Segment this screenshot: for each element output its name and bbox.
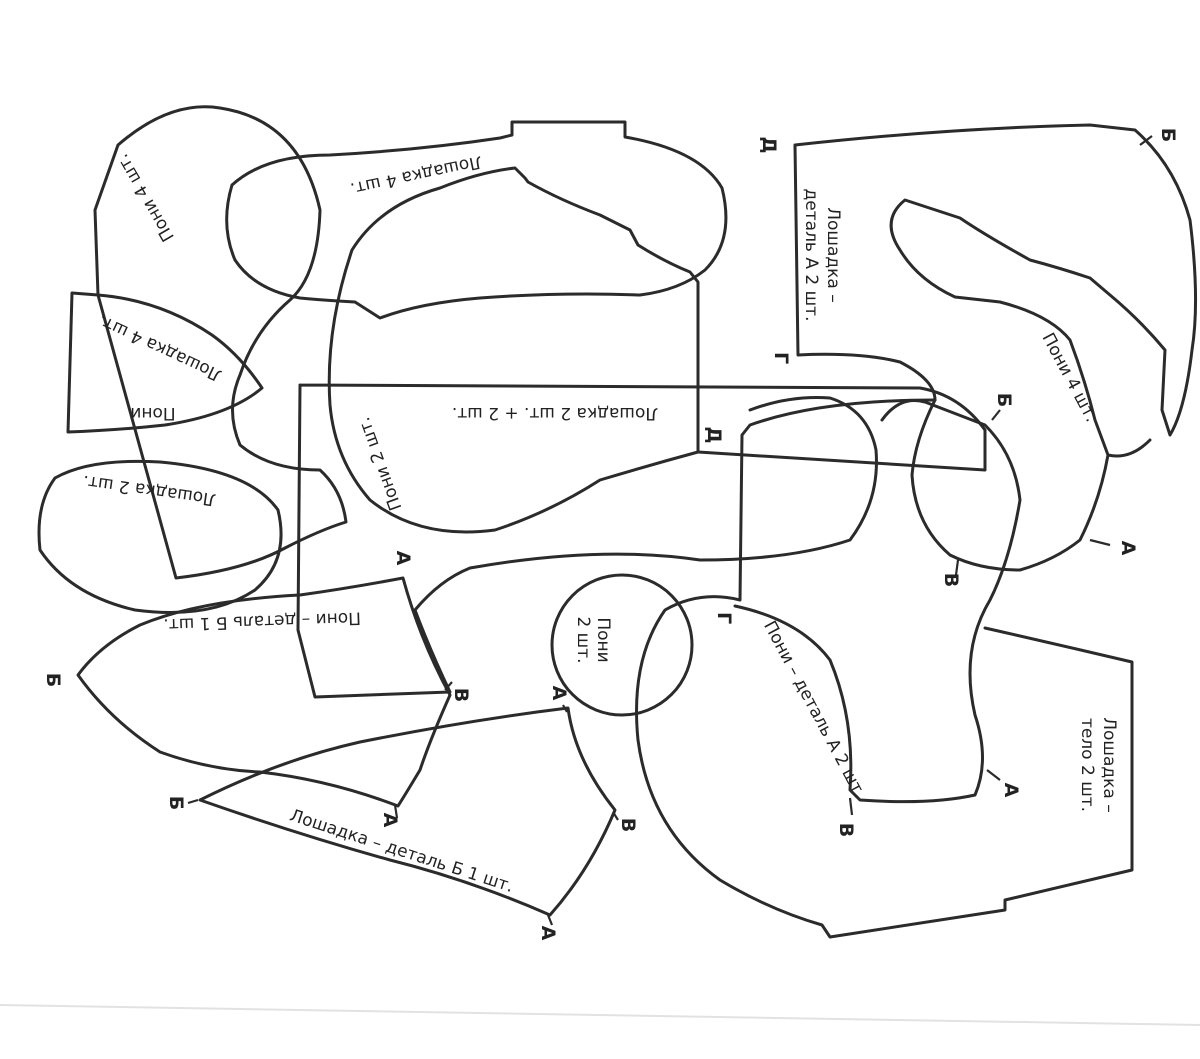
pony-2-small-piece — [550, 573, 694, 717]
marker-v-bottom: В — [617, 818, 639, 832]
marker-b-mid-right: Б — [993, 393, 1015, 407]
label-horse-body-1: Лошадка – — [1099, 717, 1119, 813]
marker-a-center: А — [548, 686, 570, 701]
marker-g-mid: Г — [770, 352, 792, 364]
marker-v-low-right: В — [835, 823, 857, 837]
marker-a-low-right: А — [1000, 783, 1022, 798]
marker-a-bottom-center: А — [537, 926, 559, 941]
label-pony-4: Пони 4 шт. — [113, 150, 179, 245]
label-horse-detail-a-1: Лошадка – — [823, 207, 843, 303]
pony-4-piece — [93, 105, 348, 580]
label-horse-body-2: тело 2 шт. — [1077, 718, 1097, 812]
marker-b-left: Б — [42, 673, 64, 687]
label-pony-detail-a: Пони – деталь А 2 шт. — [759, 618, 869, 802]
pony-detail-b-piece — [76, 576, 452, 808]
label-pony-4-right: Пони 4 шт. — [1038, 330, 1102, 426]
marker-a-left-mid: А — [392, 551, 414, 566]
marker-a-right: А — [1117, 541, 1139, 556]
label-pony-small: Пони — [130, 403, 175, 423]
label-pony-2-small-1: Пони — [593, 617, 613, 662]
label-pony-2-small-2: 2 шт. — [573, 616, 593, 663]
marker-a-bottom: А — [379, 813, 401, 828]
pony-4-right-piece — [910, 398, 1110, 572]
label-pony-2-center: Пони 2 шт. — [354, 414, 406, 513]
label-horse-2-plus-2: Лошадка 2 шт. + 2 шт. — [452, 403, 658, 423]
label-horse-4-top: Лошадка 4 шт. — [348, 151, 483, 198]
horse-detail-a-piece — [793, 123, 1198, 458]
marker-d-top: Д — [758, 137, 780, 154]
horse-2-left-piece — [37, 459, 283, 614]
marker-v-left-mid: В — [450, 688, 472, 702]
pony-detail-a-piece — [733, 399, 1022, 804]
marker-v-right: В — [940, 573, 962, 587]
pony-2-center-piece — [327, 166, 700, 534]
label-horse-4-left: Лошадка 4 шт. — [95, 310, 225, 385]
horse-body-piece — [635, 398, 1134, 939]
marker-d-mid: Д — [703, 427, 725, 444]
marker-ticks — [187, 135, 1153, 926]
horse-4-left-piece — [66, 291, 264, 434]
label-horse-detail-a-2: деталь А 2 шт. — [801, 189, 821, 322]
horse-2-plus-2-piece — [296, 383, 987, 699]
page-fold-line — [0, 1004, 1200, 1026]
horse-detail-b-piece — [198, 706, 617, 917]
marker-g-low: Г — [713, 612, 735, 624]
horse-4-top-piece — [225, 120, 728, 320]
marker-b-top-right: Б — [1157, 128, 1179, 142]
marker-b-bottom-left: Б — [165, 796, 187, 810]
